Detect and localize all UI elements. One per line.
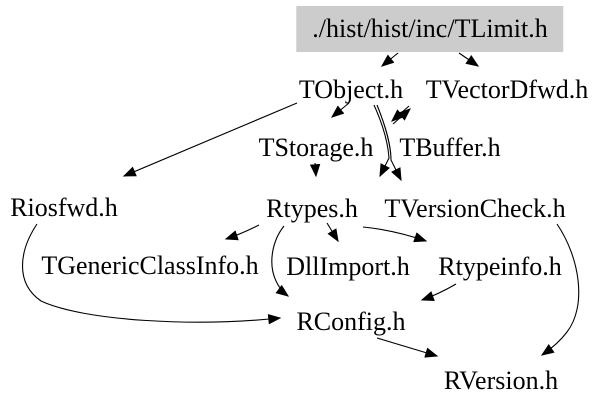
node-tbuffer[interactable]: TBuffer.h [399, 133, 501, 162]
edge-tstorageh-to-rtypesh [309, 162, 321, 178]
edge-group [21, 52, 580, 358]
node-tlimit: ./hist/hist/inc/TLimit.h [296, 6, 564, 52]
edge-tobjecth-to-tversioncheckh [376, 104, 402, 182]
edge-tlimith-to-tvectordfwdh [458, 52, 480, 67]
node-tvectordfwd[interactable]: TVectorDfwd.h [425, 75, 589, 104]
edge-rconfigh-to-rversionh [376, 337, 439, 358]
node-rversion[interactable]: RVersion.h [443, 366, 559, 395]
node-tgenericclassinfo[interactable]: TGenericClassInfo.h [41, 251, 259, 280]
node-tobject[interactable]: TObject.h [298, 75, 404, 104]
edge-tobjecth-to-tbufferh [391, 105, 410, 122]
edge-rtypesh-to-rtypeinfoh [362, 226, 428, 243]
node-rconfig[interactable]: RConfig.h [296, 307, 406, 336]
edge-tobjecth-to-riosfwdh [122, 102, 298, 177]
edge-tbufferh-to-tobjecth [392, 108, 411, 125]
edge-riosfwdh-to-rconfigh [21, 223, 282, 325]
edge-rtypeinfoh-to-rconfigh [420, 283, 457, 302]
node-riosfwd[interactable]: Riosfwd.h [10, 193, 118, 222]
node-rtypeinfo[interactable]: Rtypeinfo.h [438, 252, 562, 281]
edge-rtypesh-to-tgenericclassinfoh [224, 224, 260, 241]
node-tstorage[interactable]: TStorage.h [258, 133, 374, 162]
edge-rtypesh-to-dllimporth [326, 222, 339, 243]
edge-tlimith-to-tobjecth [380, 52, 399, 67]
node-rtypes[interactable]: Rtypes.h [266, 194, 358, 223]
edge-tobjecth-to-rtypesh [373, 104, 390, 178]
edge-tobjecth-to-tstorageh [330, 102, 350, 118]
node-dllimport[interactable]: DllImport.h [286, 252, 410, 281]
edge-tversioncheckh-to-rversionh [540, 223, 580, 356]
edge-rtypesh-to-rconfigh [271, 225, 290, 297]
node-tversioncheck[interactable]: TVersionCheck.h [384, 194, 566, 223]
